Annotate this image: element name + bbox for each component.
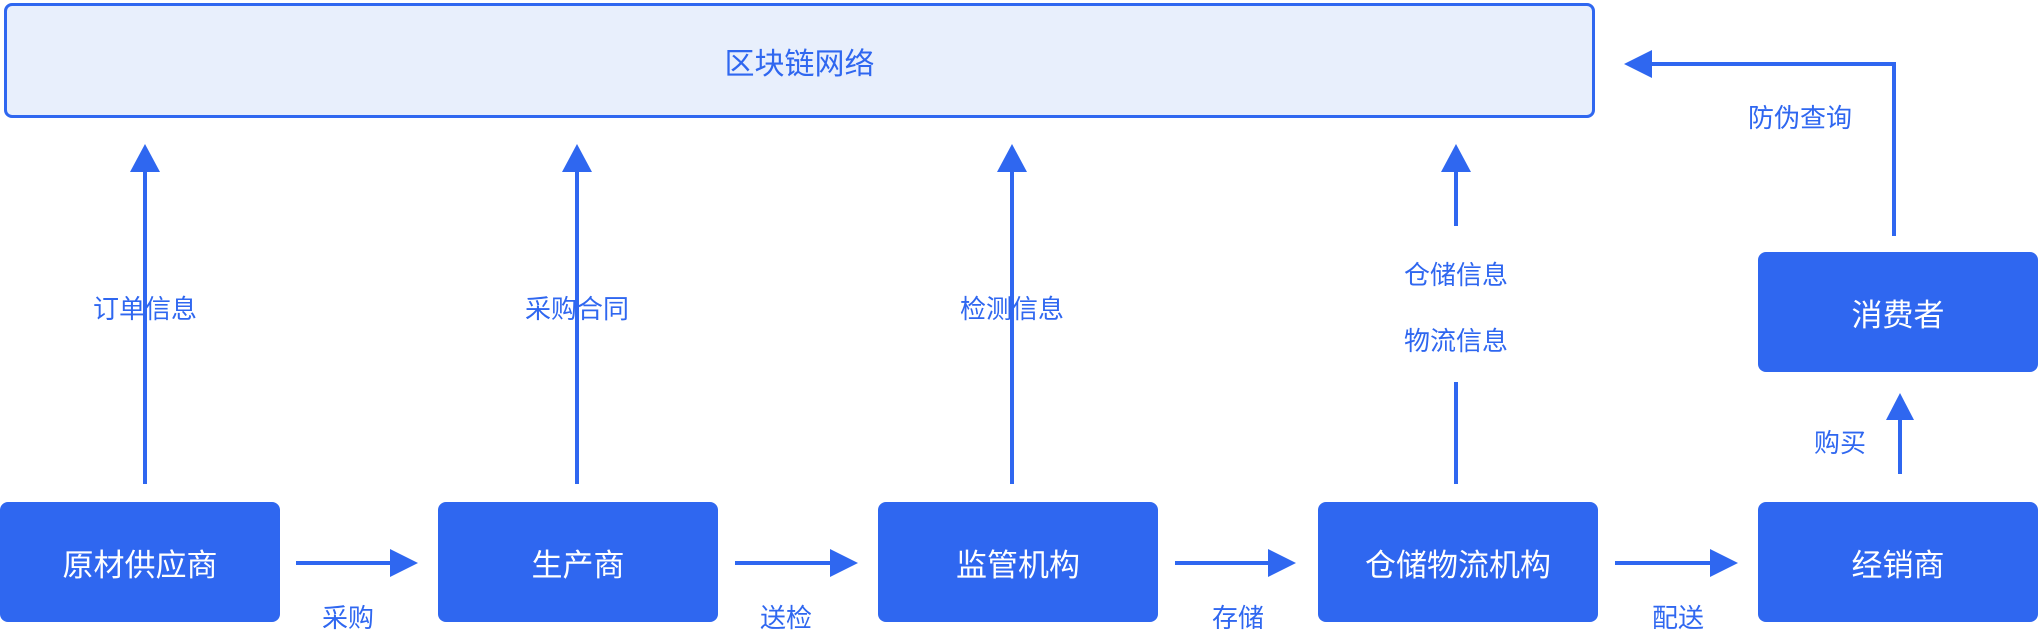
flow-label-buy: 购买 <box>1813 429 1867 459</box>
node-producer-label: 生产商 <box>531 547 625 584</box>
arrowhead-logistics-up <box>1441 144 1471 172</box>
upload-label-consumer: 防伪查询 <box>1747 104 1853 134</box>
flow-label-purchase: 采购 <box>321 604 375 634</box>
upload-label-logistics-2: 物流信息 <box>1403 327 1509 357</box>
node-logistics-label: 仓储物流机构 <box>1365 547 1551 584</box>
arrowhead-consumer-to-chain <box>1624 50 1652 78</box>
node-supplier-label: 原材供应商 <box>62 547 218 584</box>
upload-label-producer: 采购合同 <box>524 295 630 325</box>
flow-label-storage: 存储 <box>1211 604 1265 634</box>
node-producer: 生产商 <box>438 502 718 622</box>
flow-label-inspection: 送检 <box>759 604 813 634</box>
node-distributor-label: 经销商 <box>1851 547 1945 584</box>
arrowhead-regulator-up <box>997 144 1027 172</box>
arrowhead-distributor-up <box>1886 393 1914 420</box>
node-consumer-label: 消费者 <box>1851 297 1945 334</box>
arrowhead-flow-3 <box>1268 549 1296 577</box>
node-consumer: 消费者 <box>1758 252 2038 372</box>
node-regulator-label: 监管机构 <box>956 547 1080 584</box>
node-supplier: 原材供应商 <box>0 502 280 622</box>
arrowhead-flow-2 <box>830 549 858 577</box>
arrowhead-supplier-up <box>130 144 160 172</box>
node-logistics: 仓储物流机构 <box>1318 502 1598 622</box>
arrowhead-flow-1 <box>390 549 418 577</box>
flow-label-delivery: 配送 <box>1651 604 1705 634</box>
blockchain-network-label: 区块链网络 <box>724 46 875 82</box>
arrow-consumer-to-chain <box>1652 62 1896 236</box>
upload-label-supplier: 订单信息 <box>92 295 198 325</box>
arrowhead-flow-4 <box>1710 549 1738 577</box>
node-regulator: 监管机构 <box>878 502 1158 622</box>
node-distributor: 经销商 <box>1758 502 2038 622</box>
upload-label-regulator: 检测信息 <box>959 295 1065 325</box>
upload-label-logistics-1: 仓储信息 <box>1403 261 1509 291</box>
blockchain-network-box: 区块链网络 <box>4 3 1595 118</box>
arrowhead-producer-up <box>562 144 592 172</box>
